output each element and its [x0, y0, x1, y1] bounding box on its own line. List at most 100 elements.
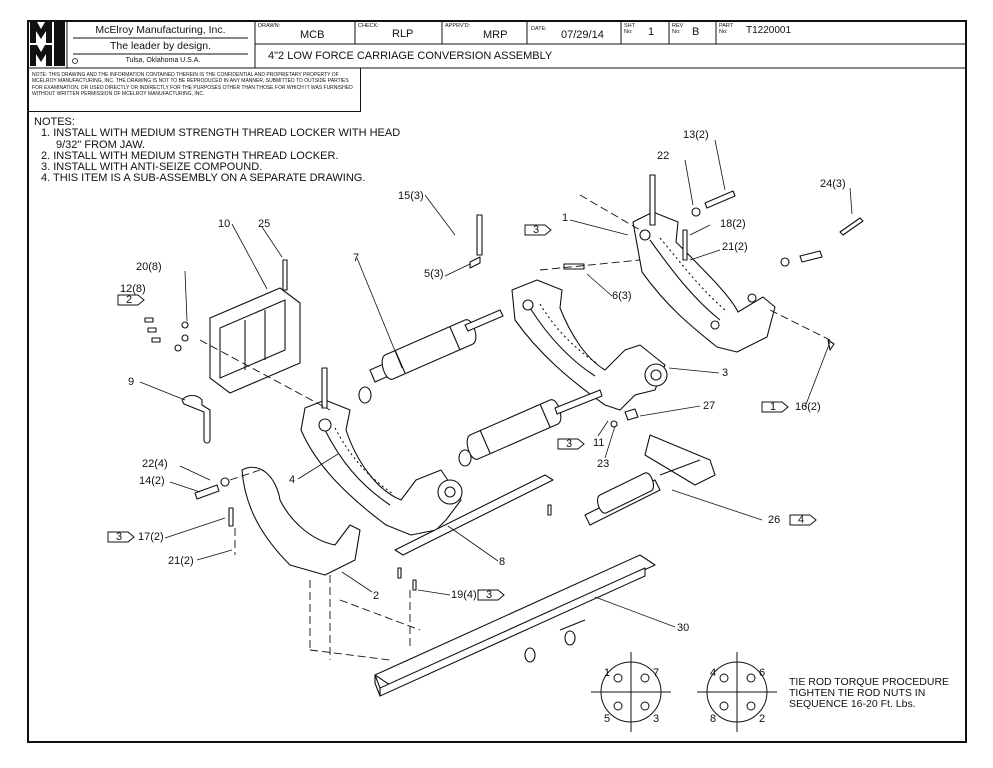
- date-value: 07/29/14: [561, 29, 604, 41]
- bolt-seq-right-8: 8: [710, 713, 717, 725]
- bolt-seq-left-7: 7: [653, 667, 660, 679]
- bracket-item-2: [241, 466, 361, 576]
- callout-21-top: 21(2): [722, 241, 748, 253]
- bolt-seq-left-3: 3: [653, 713, 660, 725]
- check-value: RLP: [392, 28, 414, 40]
- check-label: CHECK:: [358, 23, 379, 29]
- callout-6: 6(3): [612, 290, 632, 302]
- plate-item-8: [394, 474, 554, 556]
- bolt-right: [799, 250, 823, 263]
- note-flag-3-top: 3: [533, 224, 540, 236]
- note-1: 1. INSTALL WITH MEDIUM STRENGTH THREAD L…: [41, 127, 401, 140]
- clip-item-27: [624, 408, 639, 421]
- screws-item-12: [144, 317, 189, 352]
- revision-value: B: [692, 26, 700, 38]
- sheet-value: 1: [648, 26, 655, 38]
- callout-13: 13(2): [683, 129, 709, 141]
- part-value: T1220001: [746, 25, 792, 36]
- carriage-item-30: [374, 554, 656, 697]
- washer-right: [780, 257, 790, 267]
- bolt-seq-right-2: 2: [759, 713, 766, 725]
- company-name: McElroy Manufacturing, Inc.: [95, 24, 226, 36]
- note-flag-4: 4: [798, 514, 805, 526]
- callout-18: 18(2): [720, 218, 746, 230]
- callout-3: 3: [722, 367, 729, 379]
- drawn-value: MCB: [300, 29, 325, 41]
- bolt-seq-right-4: 4: [710, 667, 717, 679]
- callout-4: 4: [289, 474, 296, 486]
- note-flag-3-bottom: 3: [486, 589, 493, 601]
- drawn-label: DRAWN:: [258, 23, 281, 29]
- location-marker-icon: [72, 58, 78, 64]
- screw-item-19b: [397, 567, 402, 579]
- callout-5: 5(3): [424, 268, 444, 280]
- right-jaw-item-1: [632, 174, 776, 353]
- callout-15: 15(3): [398, 190, 424, 202]
- date-label: DATE:: [531, 26, 547, 32]
- drawing-sheet-border: [27, 20, 967, 743]
- note-flag-2: 2: [126, 294, 133, 306]
- mmi-logo: [30, 22, 65, 66]
- torque-line-3: SEQUENCE 16-20 Ft. Lbs.: [789, 698, 916, 710]
- pin-item-6: [563, 263, 585, 270]
- confidential-note: NOTE: THIS DRAWING AND THE INFORMATION C…: [27, 68, 361, 112]
- handle-item-25: [282, 259, 288, 291]
- callout-26: 26: [768, 514, 781, 526]
- callout-21-left: 21(2): [168, 555, 194, 567]
- screw-item-17: [228, 507, 234, 527]
- screw-item-19c: [547, 504, 552, 516]
- note-1-continued: 9/32" FROM JAW.: [56, 138, 146, 151]
- sheet-label: SHT No:: [624, 23, 635, 35]
- screw-item-19: [412, 579, 417, 591]
- callout-20: 20(8): [136, 261, 162, 273]
- note-2: 2. INSTALL WITH MEDIUM STRENGTH THREAD L…: [41, 149, 339, 162]
- cylinder-item-7: [358, 309, 504, 404]
- washer-item-23: [610, 420, 618, 428]
- front-jaw-item-4: [300, 367, 463, 536]
- callout-19: 19(4): [451, 589, 477, 601]
- callout-17: 17(2): [138, 531, 164, 543]
- assembly-notes: NOTES: 1. INSTALL WITH MEDIUM STRENGTH T…: [34, 116, 401, 185]
- note-3: 3. INSTALL WITH ANTI-SEIZE COMPOUND.: [41, 161, 263, 174]
- note-flag-3-left: 3: [116, 531, 123, 543]
- washer-item-22b: [220, 477, 230, 487]
- callout-14: 14(2): [139, 475, 165, 487]
- callout-27: 27: [703, 400, 716, 412]
- washer-item-22: [691, 207, 701, 217]
- callout-7: 7: [353, 252, 360, 264]
- bolt-seq-right-6: 6: [759, 667, 766, 679]
- pin-item-15: [476, 214, 483, 256]
- callout-11: 11: [593, 437, 605, 449]
- bolt-pattern-diagrams: [591, 652, 777, 732]
- bolt-seq-left-1: 1: [604, 667, 611, 679]
- part-label: PART No:: [719, 23, 734, 35]
- guard-item-10: [209, 287, 301, 394]
- torque-line-1: TIE ROD TORQUE PROCEDURE: [789, 676, 950, 688]
- bolt-seq-left-5: 5: [604, 713, 611, 725]
- callout-8: 8: [499, 556, 506, 568]
- callout-16: 16(2): [795, 401, 821, 413]
- pin-item-18: [682, 229, 688, 261]
- bolt-item-14: [194, 484, 220, 500]
- callout-12: 12(8): [120, 283, 146, 295]
- revision-label: REV No:: [672, 23, 684, 35]
- company-location: Tulsa, Oklahoma U.S.A.: [125, 57, 201, 64]
- tie-rod-item-26: [584, 434, 716, 526]
- approved-value: MRP: [483, 29, 508, 41]
- approved-label: APPRV'D:: [445, 23, 471, 29]
- notes-heading: NOTES:: [34, 116, 75, 128]
- cotter-pin-item-24: [839, 217, 864, 236]
- note-4: 4. THIS ITEM IS A SUB-ASSEMBLY ON A SEPA…: [41, 172, 366, 185]
- note-flag-1: 1: [770, 401, 777, 413]
- company-tagline: The leader by design.: [110, 40, 211, 52]
- callout-10: 10: [218, 218, 231, 230]
- callout-22: 22: [657, 150, 670, 162]
- callout-1: 1: [562, 212, 569, 224]
- pin-item-5: [469, 256, 481, 269]
- callout-23: 23: [597, 458, 610, 470]
- callout-25: 25: [258, 218, 271, 230]
- callout-30: 30: [677, 622, 690, 634]
- handle-item-9: [181, 394, 211, 444]
- lower-cylinder: [458, 389, 603, 467]
